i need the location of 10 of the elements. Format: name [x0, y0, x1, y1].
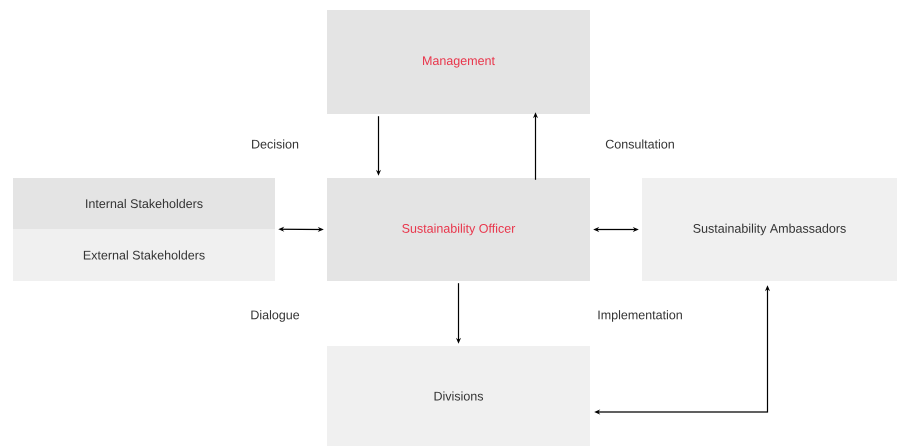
officer-box: Sustainability Officer: [327, 178, 590, 281]
ambassadors-box: Sustainability Ambassadors: [642, 178, 897, 281]
stakeholder-box: External Stakeholders: [13, 229, 275, 281]
arrow-label: Dialogue: [251, 310, 300, 322]
arrow-label: Decision: [252, 139, 298, 149]
arrow-label: Implementation: [598, 310, 682, 322]
management-box: Management: [327, 10, 590, 114]
divisions-box: Divisions: [327, 346, 590, 446]
stakeholder-box: Internal Stakeholders: [13, 178, 275, 229]
arrow-label: Consultation: [606, 139, 674, 149]
